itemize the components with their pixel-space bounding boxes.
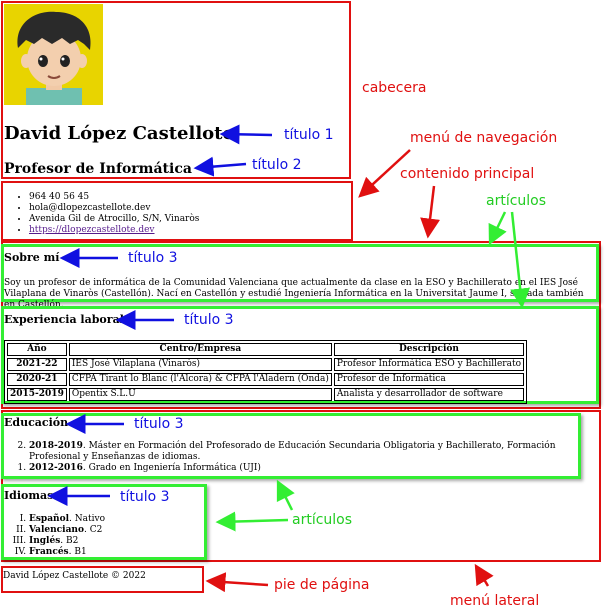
language-item: Francés. B1 <box>29 547 105 558</box>
label-titulo2: título 2 <box>252 157 302 173</box>
table-row: 2021-22 IES José Vilaplana (Vinaròs) Pro… <box>7 358 525 371</box>
col-description: Descripción <box>333 343 525 356</box>
row-description: Profesor de Informática <box>333 373 525 386</box>
page-title: David López Castellote <box>4 123 234 144</box>
label-menu-navegacion: menú de navegación <box>410 130 558 146</box>
language-item: Inglés. B2 <box>29 536 105 547</box>
languages-list: Español. Nativo Valenciano. C2 Inglés. B… <box>4 514 105 558</box>
education-year: 2012-2016 <box>29 463 83 473</box>
label-titulo3-about: título 3 <box>128 250 178 266</box>
language-name: Español <box>29 514 70 524</box>
education-item: 2012-2016. Grado en Ingeniería Informáti… <box>29 463 603 474</box>
language-level: . B2 <box>60 536 79 546</box>
contact-website-item: https://dlopezcastellote.dev <box>29 225 199 236</box>
table-row: 2020-21 CFPA Tirant lo Blanc (l'Alcora) … <box>7 373 525 386</box>
arrow-articulos-top-a <box>488 211 507 246</box>
label-articulos-bottom: artículos <box>292 512 353 528</box>
label-titulo1: título 1 <box>284 127 334 143</box>
label-contenido-principal: contenido principal <box>400 166 535 182</box>
arrow-menu-lateral <box>474 563 494 587</box>
experience-table: Año Centro/Empresa Descripción 2021-22 I… <box>4 340 528 404</box>
language-item: Español. Nativo <box>29 514 105 525</box>
contact-address: Avenida Gil de Atrocillo, S/N, Vinaròs <box>29 214 199 225</box>
col-year: Año <box>7 343 67 356</box>
table-header-row: Año Centro/Empresa Descripción <box>7 343 525 356</box>
contact-list: 964 40 56 45 hola@dlopezcastellote.dev A… <box>4 192 199 236</box>
language-level: . B1 <box>68 547 87 557</box>
label-menu-lateral: menú lateral <box>450 593 540 609</box>
label-articulos-top: artículos <box>486 193 547 209</box>
article-experience <box>1 306 599 404</box>
education-text: . Grado en Ingeniería Informática (UJI) <box>82 463 261 473</box>
contact-email: hola@dlopezcastellote.dev <box>29 203 199 214</box>
header-box <box>1 1 351 179</box>
page-subtitle: Profesor de Informática <box>4 161 192 177</box>
contact-phone: 964 40 56 45 <box>29 192 199 203</box>
article-about <box>1 244 599 302</box>
about-text: Soy un profesor de informática de la Com… <box>4 278 584 310</box>
experience-heading: Experiencia laboral <box>4 313 124 326</box>
education-heading: Educación <box>4 416 69 429</box>
row-year: 2021-22 <box>7 358 67 371</box>
article-languages <box>1 484 207 560</box>
table-row: 2015-2019 Opentix S.L.U Analista y desar… <box>7 388 525 401</box>
language-item: Valenciano. C2 <box>29 525 105 536</box>
language-name: Francés <box>29 547 69 557</box>
education-item: 2018-2019. Máster en Formación del Profe… <box>29 441 603 463</box>
label-titulo3-education: título 3 <box>134 416 184 432</box>
language-name: Valenciano <box>29 525 84 535</box>
label-pie-pagina: pie de página <box>274 577 370 593</box>
row-year: 2015-2019 <box>7 388 67 401</box>
col-company: Centro/Empresa <box>68 343 332 356</box>
row-description: Analista y desarrollador de software <box>333 388 525 401</box>
row-company: CFPA Tirant lo Blanc (l'Alcora) & CFPA l… <box>68 373 332 386</box>
education-text: . Máster en Formación del Profesorado de… <box>29 441 556 462</box>
languages-heading: Idiomas <box>4 489 54 502</box>
nav-box <box>1 181 353 241</box>
row-year: 2020-21 <box>7 373 67 386</box>
label-titulo3-experience: título 3 <box>184 312 234 328</box>
article-education <box>1 413 581 479</box>
avatar <box>4 4 103 105</box>
row-description: Profesor Informática ESO y Bachillerato <box>333 358 525 371</box>
row-company: IES José Vilaplana (Vinaròs) <box>68 358 332 371</box>
row-company: Opentix S.L.U <box>68 388 332 401</box>
footer-box <box>1 566 204 593</box>
language-name: Inglés <box>29 536 61 546</box>
language-level: . Nativo <box>69 514 105 524</box>
label-titulo3-languages: título 3 <box>120 489 170 505</box>
education-year: 2018-2019 <box>29 441 83 451</box>
label-cabecera: cabecera <box>362 80 427 96</box>
language-level: . C2 <box>83 525 103 535</box>
arrow-pie-pagina <box>205 572 269 593</box>
avatar-illustration <box>4 4 103 105</box>
about-heading: Sobre mí <box>4 251 60 264</box>
website-link[interactable]: https://dlopezcastellote.dev <box>29 225 155 235</box>
education-list: 2018-2019. Máster en Formación del Profe… <box>4 441 603 474</box>
footer-text: David López Castellote © 2022 <box>3 571 146 581</box>
arrow-contenido-principal <box>420 185 441 239</box>
